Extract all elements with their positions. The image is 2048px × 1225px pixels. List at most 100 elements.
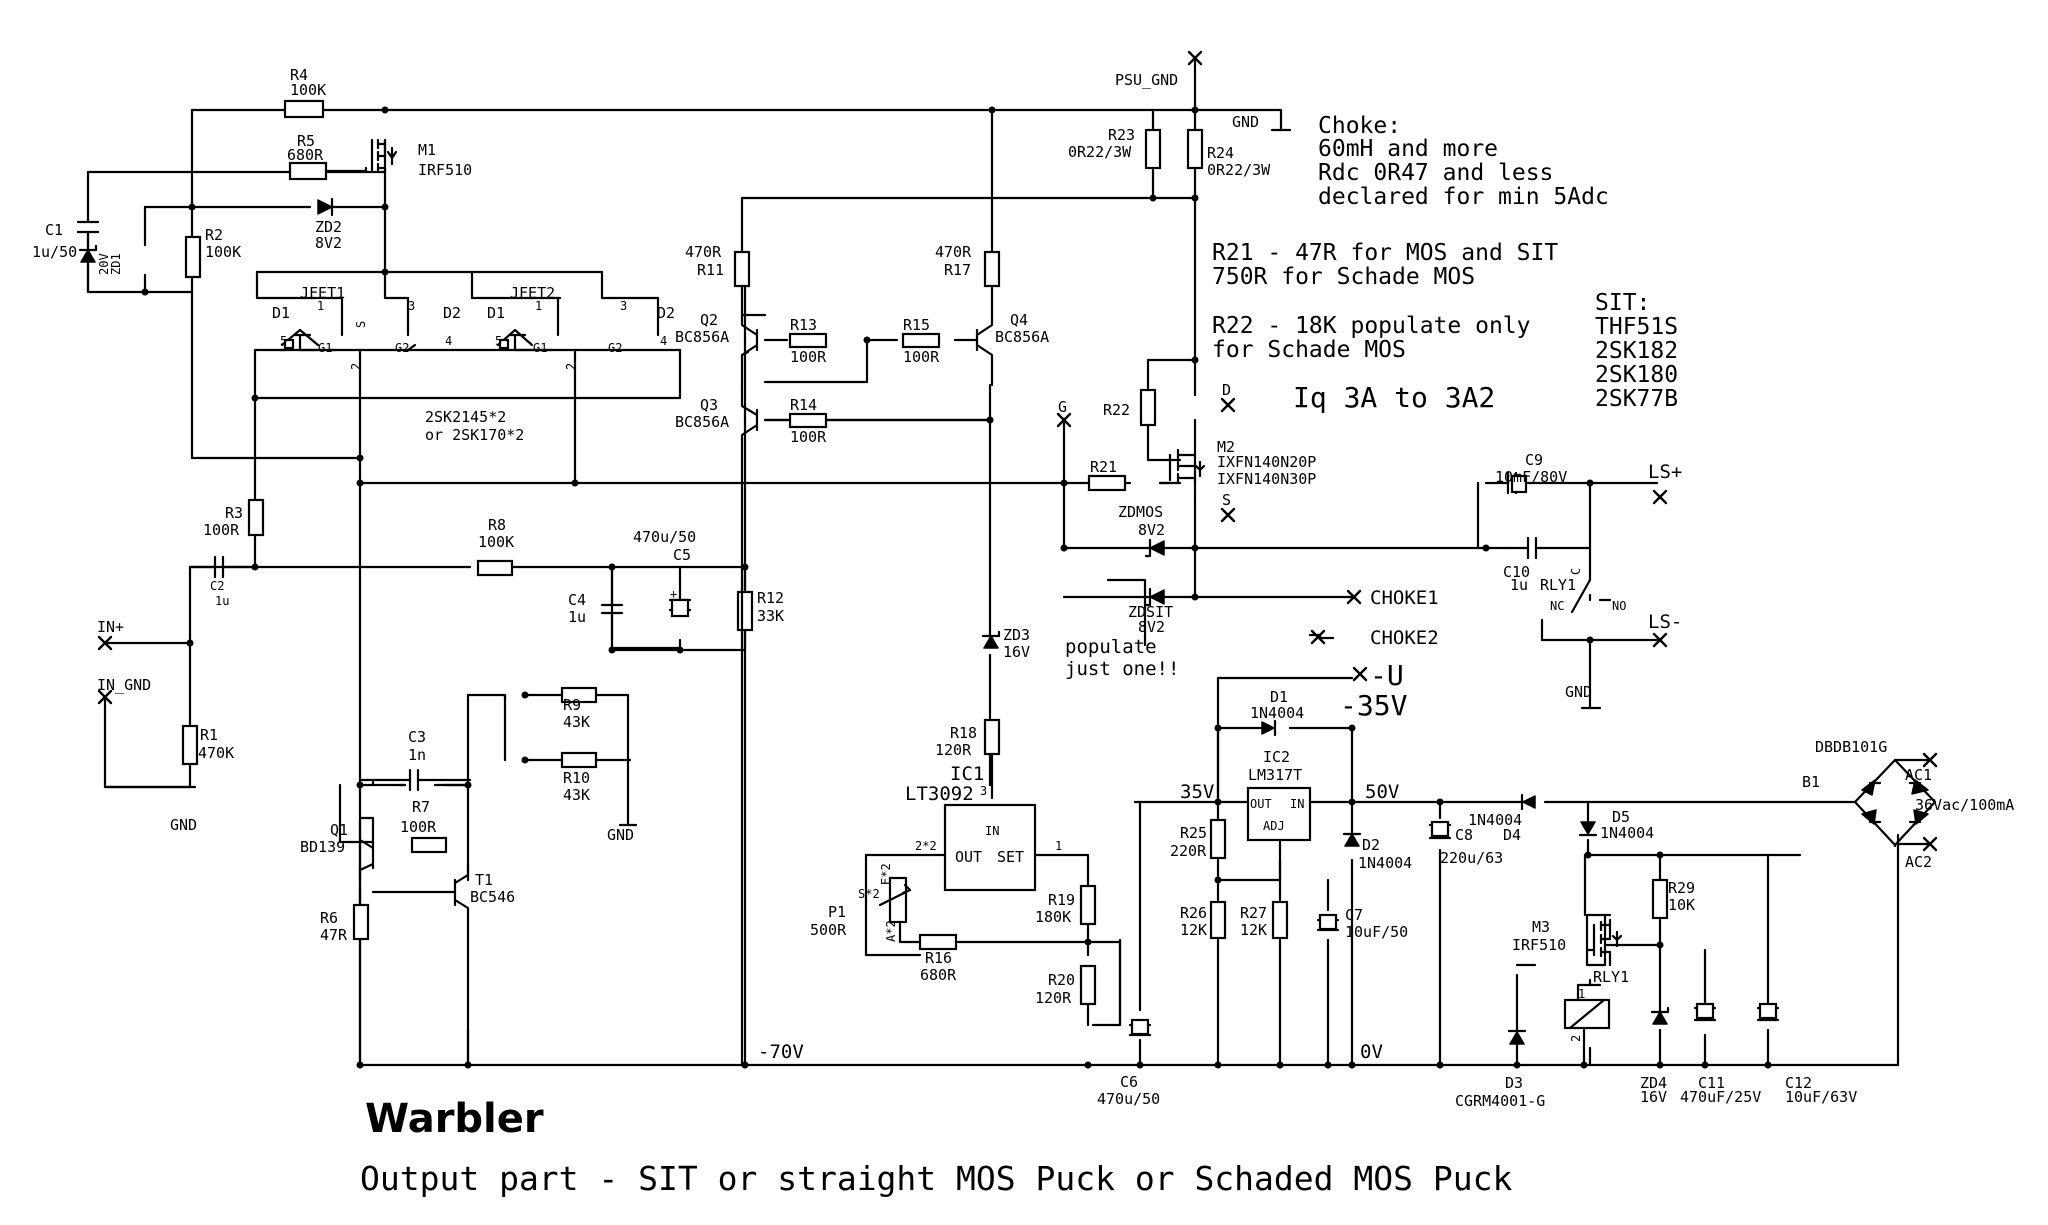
r24-value: 0R22/3W xyxy=(1207,161,1271,179)
r5-ref: R5 xyxy=(297,132,315,150)
zd1-value: 20V xyxy=(97,253,111,275)
rly1-ref-top: RLY1 xyxy=(1540,576,1576,594)
r25-value: 220R xyxy=(1170,842,1207,860)
psu-gnd-label: PSU_GND xyxy=(1115,71,1178,89)
r17-value: 470R xyxy=(935,243,972,261)
c2-symbol xyxy=(188,555,257,579)
r29-body xyxy=(1651,878,1669,920)
ac-spec-label: 36Vac/100mA xyxy=(1915,796,2014,814)
r5-value: 680R xyxy=(287,146,324,164)
r13-ref: R13 xyxy=(790,316,817,334)
zdmos-ref: ZDMOS xyxy=(1118,503,1163,521)
s-terminal xyxy=(1220,507,1236,523)
jfet1-s: S xyxy=(354,321,368,328)
r3-value: 100R xyxy=(203,521,240,539)
q2-ref: Q2 xyxy=(700,311,718,329)
r16-ref: R16 xyxy=(925,949,952,967)
r20-value: 120R xyxy=(1035,989,1072,1007)
c4-symbol xyxy=(600,565,624,652)
jfet2-gate xyxy=(498,338,510,350)
t1-value: BC546 xyxy=(470,888,515,906)
minus35-label: -35V xyxy=(1340,689,1408,722)
r1-value: 470K xyxy=(198,744,234,762)
zd3-symbol xyxy=(983,635,999,649)
q2-value: BC856A xyxy=(675,328,729,346)
r10-ref: R10 xyxy=(563,769,590,787)
r14-ref: R14 xyxy=(790,396,817,414)
sit-note-3: 2SK182 xyxy=(1595,338,1678,364)
jfet1-d1: D1 xyxy=(272,304,290,322)
c4-value: 1u xyxy=(568,608,586,626)
populate-2: just one!! xyxy=(1065,658,1179,680)
r29-value: 10K xyxy=(1668,896,1695,914)
ic2-in: IN xyxy=(1290,797,1304,811)
iq-note: Iq 3A to 3A2 xyxy=(1293,381,1495,414)
r23-value: 0R22/3W xyxy=(1068,143,1132,161)
r26-ref: R26 xyxy=(1180,904,1207,922)
ic1-in: IN xyxy=(985,824,999,838)
rly1-pin2: 2 xyxy=(1569,1035,1583,1042)
q4-ref: Q4 xyxy=(1010,311,1028,329)
title: Warbler xyxy=(365,1096,544,1142)
d4-symbol xyxy=(1522,795,1536,809)
r17-body xyxy=(983,250,1001,288)
jfet2-g1: G1 xyxy=(533,341,547,355)
c9-value: 10mF/80V xyxy=(1495,468,1567,486)
r26-body xyxy=(1209,900,1227,940)
capacitors: + xyxy=(76,220,1780,1037)
relay-c: C xyxy=(1569,568,1583,575)
r18-ref: R18 xyxy=(950,724,977,742)
jfet1-pin2: 2 xyxy=(349,363,363,370)
jfet2-pin4: 4 xyxy=(660,334,667,348)
q1-symbol xyxy=(358,818,375,907)
c11-value: 470uF/25V xyxy=(1680,1088,1761,1106)
c3-ref: C3 xyxy=(408,728,426,746)
r5-body xyxy=(288,161,328,181)
ls-minus-label: LS- xyxy=(1648,611,1682,633)
r22-note-2: for Schade MOS xyxy=(1212,337,1406,363)
r15-ref: R15 xyxy=(903,316,930,334)
r4-ref: R4 xyxy=(290,66,308,84)
d5-value: 1N4004 xyxy=(1600,824,1654,842)
title-block: Warbler Output part - SIT or straight MO… xyxy=(360,1096,1512,1198)
c7-value: 10uF/50 xyxy=(1345,923,1408,941)
populate-1: populate xyxy=(1065,636,1157,658)
zd4-symbol xyxy=(1652,1011,1668,1025)
r22-ref: R22 xyxy=(1103,401,1130,419)
jfet2-pin2: 2 xyxy=(564,363,578,370)
c6-value: 470u/50 xyxy=(1097,1090,1160,1108)
r12-body xyxy=(736,590,754,632)
zd1-ref: ZD1 xyxy=(109,253,123,275)
p1-e2: E*2 xyxy=(879,863,893,885)
ic2-value: LM317T xyxy=(1248,766,1302,784)
t1-ref: T1 xyxy=(475,871,493,889)
zdsit-value: 8V2 xyxy=(1138,618,1165,636)
r6-body xyxy=(352,903,370,941)
rly1-ref: RLY1 xyxy=(1593,968,1629,986)
r3-body xyxy=(247,498,265,537)
jfet2-d1: D1 xyxy=(487,304,505,322)
c5-value: 470u/50 xyxy=(633,528,696,546)
jfet1-pin4: 4 xyxy=(445,334,452,348)
c12-body xyxy=(1758,1002,1778,1020)
subtitle: Output part - SIT or straight MOS Puck o… xyxy=(360,1159,1512,1198)
c9-body xyxy=(1510,474,1528,494)
q3-symbol xyxy=(740,383,759,1067)
r7-body xyxy=(410,836,448,854)
c3-value: 1n xyxy=(408,746,426,764)
gnd-label-in: GND xyxy=(170,816,197,834)
ls-plus-label: LS+ xyxy=(1648,461,1682,483)
c2-value: 1u xyxy=(215,594,229,608)
r11-body xyxy=(733,250,751,288)
jfet1-g1: G1 xyxy=(318,341,332,355)
b1-ref: B1 xyxy=(1802,773,1820,791)
r27-body xyxy=(1271,900,1289,940)
zd2-ref: ZD2 xyxy=(315,218,342,236)
component-labels: R4 100K R5 680R M1 IRF510 C1 1u/50 ZD1 2… xyxy=(32,66,2014,1110)
r11-value: 470R xyxy=(685,243,722,261)
m2-symbol xyxy=(1158,448,1197,502)
choke-note-1: Choke: xyxy=(1318,113,1401,139)
r16-value: 680R xyxy=(920,966,957,984)
bridge-b1 xyxy=(1853,758,1937,847)
